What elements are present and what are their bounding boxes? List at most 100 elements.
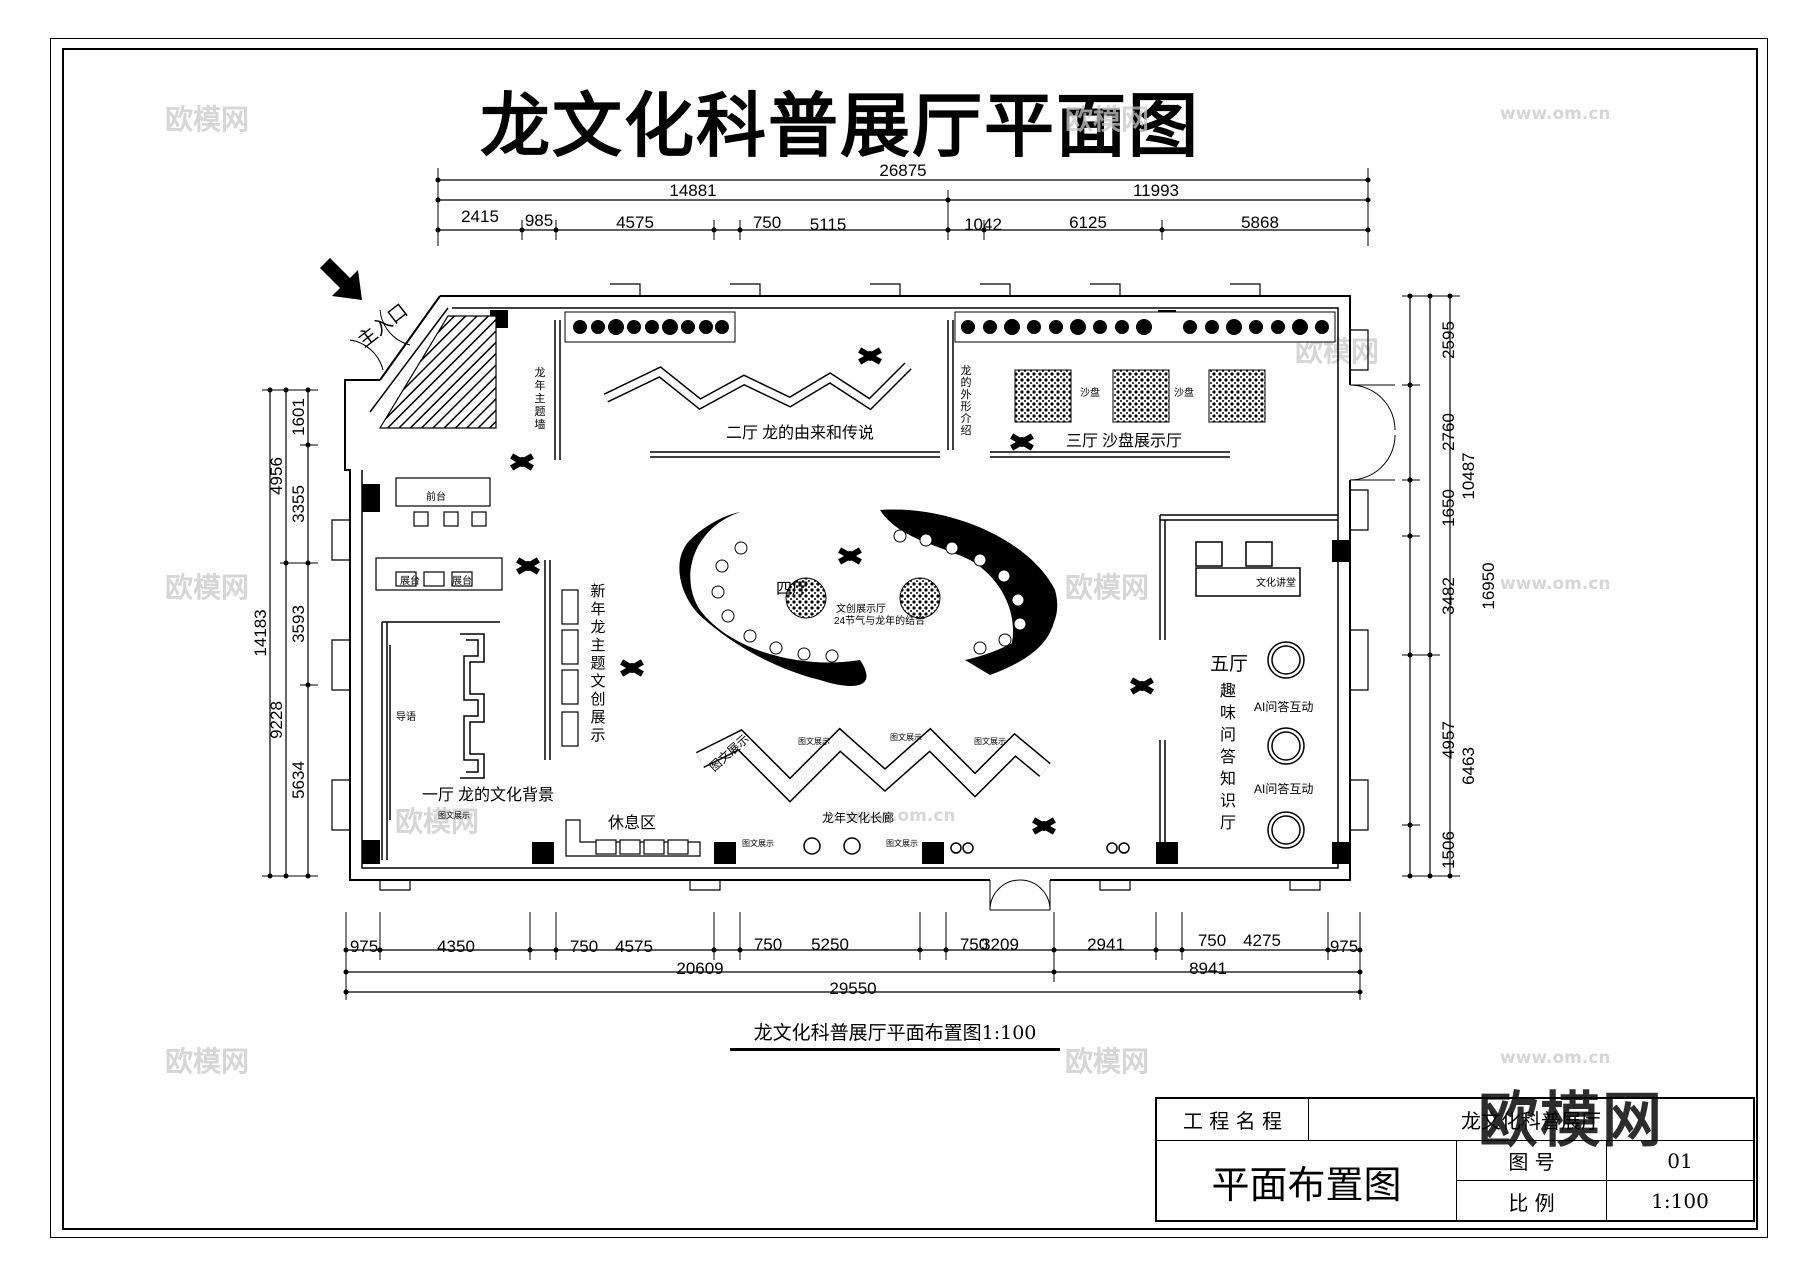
- drawing-number-label: 图 号: [1457, 1141, 1607, 1181]
- drawing-subtitle: 龙文化科普展厅平面布置图1:100: [730, 1018, 1060, 1051]
- dim-top: 750: [753, 213, 781, 232]
- drawing-frame-outer: [50, 38, 1768, 1238]
- brand-logo: 欧模网: [1478, 1086, 1664, 1156]
- hall2-zigzag-wall: [603, 362, 912, 411]
- person-icon: [516, 557, 540, 575]
- corridor-stools: [803, 837, 1130, 855]
- rest-bench: [565, 819, 701, 857]
- sandbox-tables: [1014, 369, 1266, 423]
- newyear-char: 主: [590, 637, 605, 654]
- newyear-char: 年: [590, 601, 605, 618]
- dragon-wall-char: 年: [535, 378, 546, 392]
- dimension-ticks: [267, 177, 1453, 995]
- entrance-arrow-icon: [320, 258, 362, 300]
- hall4-sub-label: 24节气与龙年的结合: [834, 614, 925, 627]
- dim-top: 1042: [964, 215, 1002, 234]
- dim-top-overall: 26875: [879, 161, 926, 180]
- dim-top: 6125: [1069, 213, 1107, 232]
- dim-bottom: 750: [754, 935, 782, 954]
- dragon-shape-char: 的: [961, 375, 972, 389]
- hall5-char: 识: [1220, 792, 1236, 810]
- newyear-display-cases: [561, 589, 579, 747]
- dragon-shape-char: 介: [961, 412, 972, 425]
- hall5-fixtures: [1195, 541, 1305, 849]
- dim-top: 5868: [1241, 213, 1279, 232]
- dragon-shape-char: 绍: [961, 423, 972, 437]
- dim-left-overall: 14183: [251, 609, 270, 656]
- dim-bottom: 4275: [1243, 931, 1281, 950]
- dim-bottom: 3209: [981, 935, 1019, 954]
- scale-value: 1:100: [1651, 1189, 1709, 1213]
- dim-top: 2415: [461, 207, 499, 226]
- dim-bottom: 750: [1198, 931, 1226, 950]
- dim-left: 9228: [267, 701, 286, 739]
- front-desk-label: 前台: [426, 490, 446, 503]
- dragon-wall-char: 墙: [535, 417, 546, 431]
- dragon-shape-char: 形: [961, 400, 972, 413]
- dragon-wall-char: 主: [535, 392, 546, 405]
- sandbox-label: 沙盘: [1080, 386, 1100, 399]
- dim-left: 3593: [289, 605, 308, 643]
- dim-left: 3355: [289, 485, 308, 523]
- dim-bottom: 20609: [676, 959, 723, 978]
- booth-label: 展台: [452, 574, 472, 587]
- person-icon: [838, 547, 862, 565]
- ai-qa-label: AI问答互动: [1254, 699, 1313, 714]
- interior-walls: [381, 320, 1338, 860]
- dim-bottom: 2941: [1087, 935, 1125, 954]
- person-icon: [510, 453, 534, 471]
- hall2-label: 二厅 龙的由来和传说: [726, 424, 874, 442]
- newyear-char: 文: [590, 673, 605, 690]
- front-desk-area: [375, 477, 503, 591]
- dim-top: 985: [525, 211, 553, 230]
- dragon-wall-char: 龙: [535, 366, 546, 379]
- hall4-sub-label: 文创展示厅: [836, 602, 886, 615]
- hall4-label: 四厅: [776, 581, 808, 598]
- dragon-wall-char: 题: [535, 405, 546, 418]
- drawing-title: 龙文化科普展厅平面图: [480, 85, 1200, 167]
- newyear-char: 龙: [590, 619, 605, 636]
- newyear-char: 新: [590, 583, 605, 600]
- dim-right: 2760: [1439, 413, 1458, 451]
- ai-qa-label: AI问答互动: [1254, 781, 1313, 796]
- dim-left: 1601: [289, 398, 308, 436]
- vertical-labels-small: 龙 年 主 题 墙 龙 的 外 形 介 绍: [535, 364, 972, 437]
- drawing-frame-inner: [62, 48, 1758, 1230]
- hall3-label: 三厅 沙盘展示厅: [1066, 431, 1182, 450]
- dim-bottom: 750: [960, 935, 988, 954]
- person-icon: [858, 347, 882, 365]
- dim-right: 1650: [1439, 489, 1458, 527]
- newyear-char: 创: [590, 691, 605, 708]
- project-name-value: 龙文化科普展厅: [1309, 1099, 1753, 1141]
- hall5-char: 问: [1220, 726, 1236, 744]
- dim-right: 3482: [1439, 577, 1458, 615]
- person-icon: [1130, 677, 1154, 695]
- lecture-label: 文化讲堂: [1256, 576, 1296, 589]
- dim-right: 1506: [1439, 831, 1458, 869]
- project-name-label: 工 程 名 程: [1157, 1099, 1309, 1141]
- dim-right: 10487: [1459, 452, 1478, 499]
- hall5-char: 味: [1220, 704, 1236, 722]
- hall1-display-partition: [460, 633, 485, 779]
- hall5-vertical-labels: 趣 味 问 答 知 识 厅: [1220, 682, 1236, 832]
- dim-bottom: 4575: [615, 937, 653, 956]
- dim-bottom: 8941: [1189, 959, 1227, 978]
- dim-top: 14881: [669, 181, 716, 200]
- vertical-labels: 新 年 龙 主 题 文 创 展 示: [590, 583, 605, 744]
- dim-right: 4957: [1439, 721, 1458, 759]
- rest-area-label: 休息区: [608, 814, 656, 832]
- entrance-label: 主入口: [354, 300, 412, 352]
- dim-left: 4956: [267, 457, 286, 495]
- scale-label: 比 例: [1457, 1181, 1607, 1221]
- dim-top: 5115: [810, 215, 847, 234]
- dim-bottom: 750: [570, 937, 598, 956]
- graphic-label: 图文展示: [890, 732, 922, 742]
- dim-bottom-overall: 29550: [829, 979, 876, 998]
- dragon-shape-char: 龙: [961, 364, 972, 377]
- dim-right: 6463: [1459, 747, 1478, 785]
- drawing-name: 平面布置图: [1157, 1141, 1457, 1221]
- building-walls: [331, 283, 1396, 911]
- dim-bottom: 975: [350, 937, 378, 956]
- graphic-label: 图文展示: [886, 838, 918, 848]
